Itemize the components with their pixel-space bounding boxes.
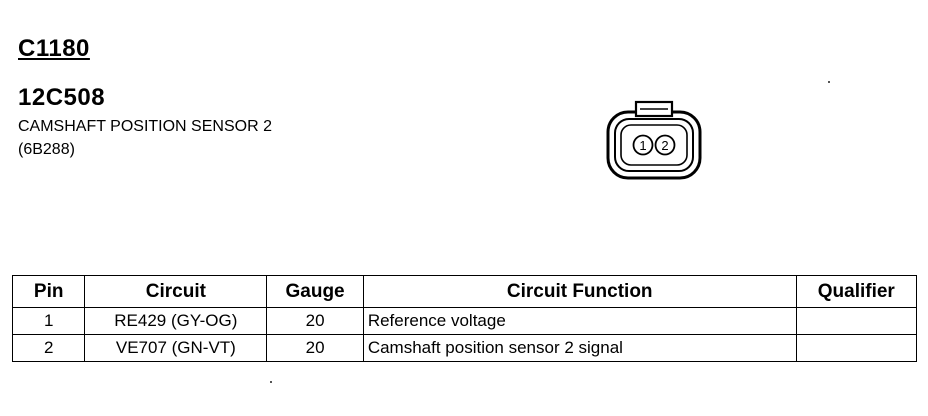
connector-description: CAMSHAFT POSITION SENSOR 2 [18,118,272,135]
cell-gauge: 20 [266,307,364,335]
column-header-gauge: Gauge [266,275,364,308]
cell-circuit: RE429 (GY-OG) [84,307,268,335]
cell-pin: 2 [11,334,86,362]
cell-circuit-function: Camshaft position sensor 2 signal [362,334,797,362]
pin-label-2: 2 [661,138,668,153]
cell-gauge: 20 [266,334,364,362]
connector-face-diagram: 1 2 [606,100,702,180]
column-header-circuit-function: Circuit Function [362,275,797,308]
table-header-row: Pin Circuit Gauge Circuit Function Quali… [11,275,918,308]
part-number: 12C508 [18,84,106,111]
table-row: 2 VE707 (GN-VT) 20 Camshaft position sen… [11,334,918,362]
cell-qualifier [795,334,918,362]
pin-cavity-1 [632,134,654,156]
scan-speck [270,381,272,383]
cell-circuit: VE707 (GN-VT) [84,334,268,362]
column-header-qualifier: Qualifier [795,275,918,308]
base-part-number: (6B288) [18,141,75,158]
connector-id: C1180 [18,35,90,62]
column-header-circuit: Circuit [84,275,268,308]
scan-speck [828,81,830,83]
pin-table: Pin Circuit Gauge Circuit Function Quali… [11,275,918,362]
pin-cavity-2 [654,134,676,156]
cell-qualifier [795,307,918,335]
cell-pin: 1 [11,307,86,335]
column-header-pin: Pin [11,275,86,308]
table-row: 1 RE429 (GY-OG) 20 Reference voltage [11,307,918,335]
connector-inner-ring [620,124,688,166]
connector-middle-ring [614,118,694,172]
pin-label-1: 1 [639,138,646,153]
cell-circuit-function: Reference voltage [362,307,797,335]
